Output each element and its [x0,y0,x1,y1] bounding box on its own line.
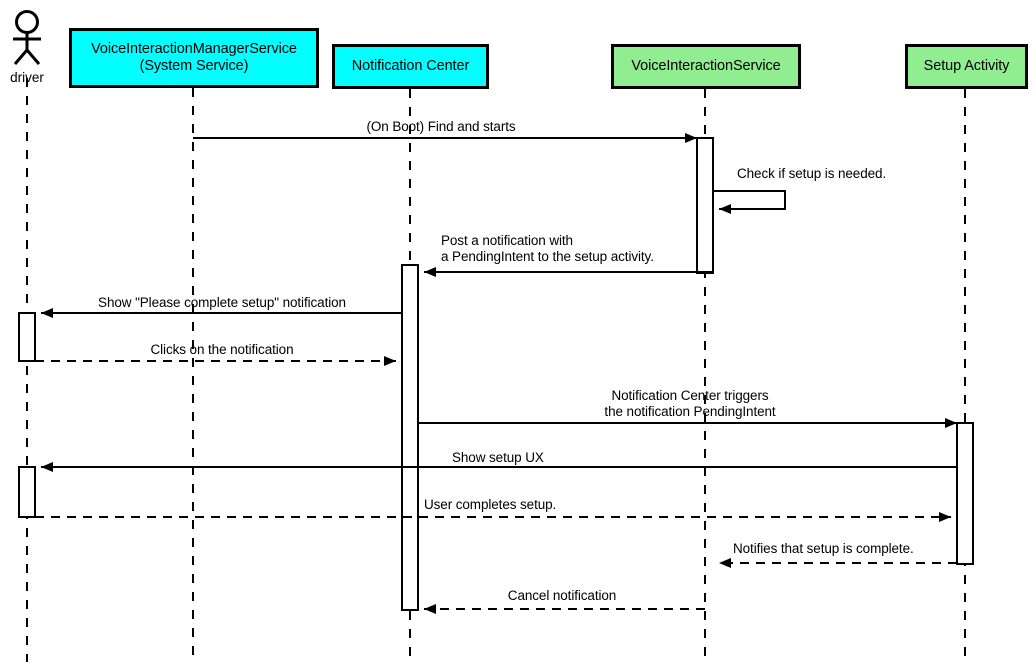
message-label-user-completes-setup: User completes setup. [424,497,557,512]
message-label-post-a-notification: Post a notification with a PendingIntent… [441,233,654,264]
message-label-cancel-notification: Cancel notification [507,588,617,603]
message-label-show-please-complete-setup-notification: Show "Please complete setup" notificatio… [98,295,346,310]
message-label-show-setup-ux: Show setup UX [452,450,544,465]
messages-group [35,133,957,614]
actor-label-driver: driver [10,70,44,85]
message-label-clicks-on-the-notification: Clicks on the notification [150,342,294,357]
activation-voiceinteractionservice-1[interactable] [696,137,714,274]
activation-driver-2[interactable] [18,466,36,518]
activation-driver-1[interactable] [18,312,36,362]
message-label-on-boot-find-and-starts: (On Boot) Find and starts [366,119,516,134]
participant-label-voiceinteractionservice: VoiceInteractionService [631,58,781,74]
activation-notification-center-1[interactable] [401,264,419,611]
message-label-notifies-that-setup-is-complete: Notifies that setup is complete. [733,541,914,556]
participant-box-notification-center[interactable]: Notification Center [332,44,489,89]
message-arrow-check-if-setup-is-needed[interactable] [713,190,786,214]
participant-label-notification-center: Notification Center [351,58,470,74]
message-label-check-if-setup-is-needed: Check if setup is needed. [737,166,887,181]
activation-bars-group [18,137,974,611]
activation-setup-activity-1[interactable] [956,422,974,565]
participant-box-setup-activity[interactable]: Setup Activity [905,44,1028,89]
participant-label-setup-activity: Setup Activity [923,58,1010,74]
participant-box-voiceinteractionservice[interactable]: VoiceInteractionService [611,44,801,89]
message-label-notification-center-triggers-pendingintent: Notification Center triggers the notific… [604,388,776,419]
participant-label-voiceinteractionmanagerservice: VoiceInteractionManagerService (System S… [91,41,297,74]
participant-box-voiceinteractionmanagerservice[interactable]: VoiceInteractionManagerService (System S… [69,28,319,88]
actor-stick-figure-driver[interactable] [13,10,41,65]
